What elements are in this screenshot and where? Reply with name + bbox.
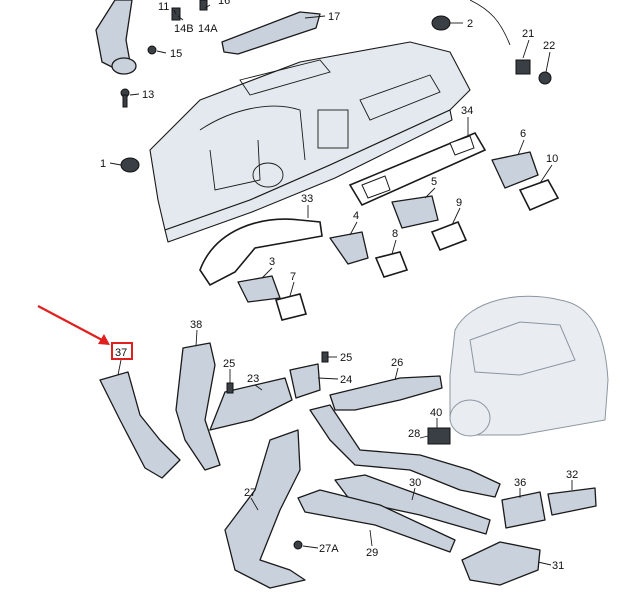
part-6-vent [491,151,539,189]
leader-lines [109,4,573,566]
trim-strip [221,11,321,55]
label-25-lower: 25 [223,358,235,370]
part-28-duct [309,404,501,498]
screw-icon [120,45,157,108]
label-1: 1 [100,158,106,170]
part-1-vent [120,157,140,173]
label-22: 22 [543,40,555,52]
label-9: 9 [456,197,462,209]
part-33-frame [199,218,323,287]
part-24-part [289,363,321,399]
part-labels: 11 14B 14A 16 17 2 15 13 21 22 1 34 6 10… [100,0,578,572]
label-10: 10 [546,153,558,165]
label-30: 30 [409,477,421,489]
part-3-vent [237,275,281,303]
part-22-clip [538,71,552,85]
part-5-vent [391,195,439,229]
label-16: 16 [218,0,230,7]
label-27a: 27A [319,543,339,555]
label-17: 17 [328,11,340,23]
label-3: 3 [269,256,275,268]
part-4-vent [329,231,369,265]
label-23: 23 [247,373,259,385]
label-8: 8 [392,228,398,240]
label-21: 21 [522,28,534,40]
highlight-arrow [37,305,110,345]
label-11: 11 [158,1,169,13]
part-26-duct [329,375,443,411]
label-24: 24 [340,374,352,386]
part-2-knob [431,15,451,31]
part-29-duct [297,489,456,553]
label-32: 32 [566,469,578,481]
label-34: 34 [461,105,473,117]
part-36-outlet [501,491,546,529]
car-silhouette [449,295,609,437]
label-6: 6 [520,128,526,140]
label-40: 40 [430,407,442,419]
label-25-upper: 25 [340,352,352,364]
label-27: 27 [244,487,256,499]
part-34-frame [348,131,487,207]
label-37: 37 [115,347,127,359]
label-33: 33 [301,193,313,205]
label-31: 31 [552,560,564,572]
label-26: 26 [391,357,403,369]
part-8-seal [374,251,409,278]
label-4: 4 [353,210,359,222]
part-37-duct [99,371,181,479]
label-14b: 14B [174,23,194,35]
left-upper-duct [95,0,137,75]
label-13: 13 [142,89,154,101]
part-25-clip-lower [226,382,234,394]
label-28: 28 [408,428,420,440]
part-40-grille [427,427,451,445]
part-9-seal [430,220,468,252]
label-29: 29 [366,547,378,559]
part-27-duct [224,429,306,589]
label-7: 7 [290,271,296,283]
dashboard-panel [149,41,471,243]
part-21-connector [515,59,531,75]
part-23-duct [209,377,293,431]
part-14a-clip [199,0,208,11]
part-31-outlet [461,541,541,586]
label-15: 15 [170,48,182,60]
part-27a-screw [293,540,303,550]
part-38-duct [175,342,221,471]
label-36: 36 [514,477,526,489]
part-10-seal [518,179,560,212]
part-32-outlet [547,487,597,516]
label-5: 5 [431,176,437,188]
label-14a: 14A [198,23,218,35]
highlight-box [111,342,133,360]
label-38: 38 [190,319,202,331]
part-7-seal [274,293,308,321]
label-2: 2 [467,18,473,30]
